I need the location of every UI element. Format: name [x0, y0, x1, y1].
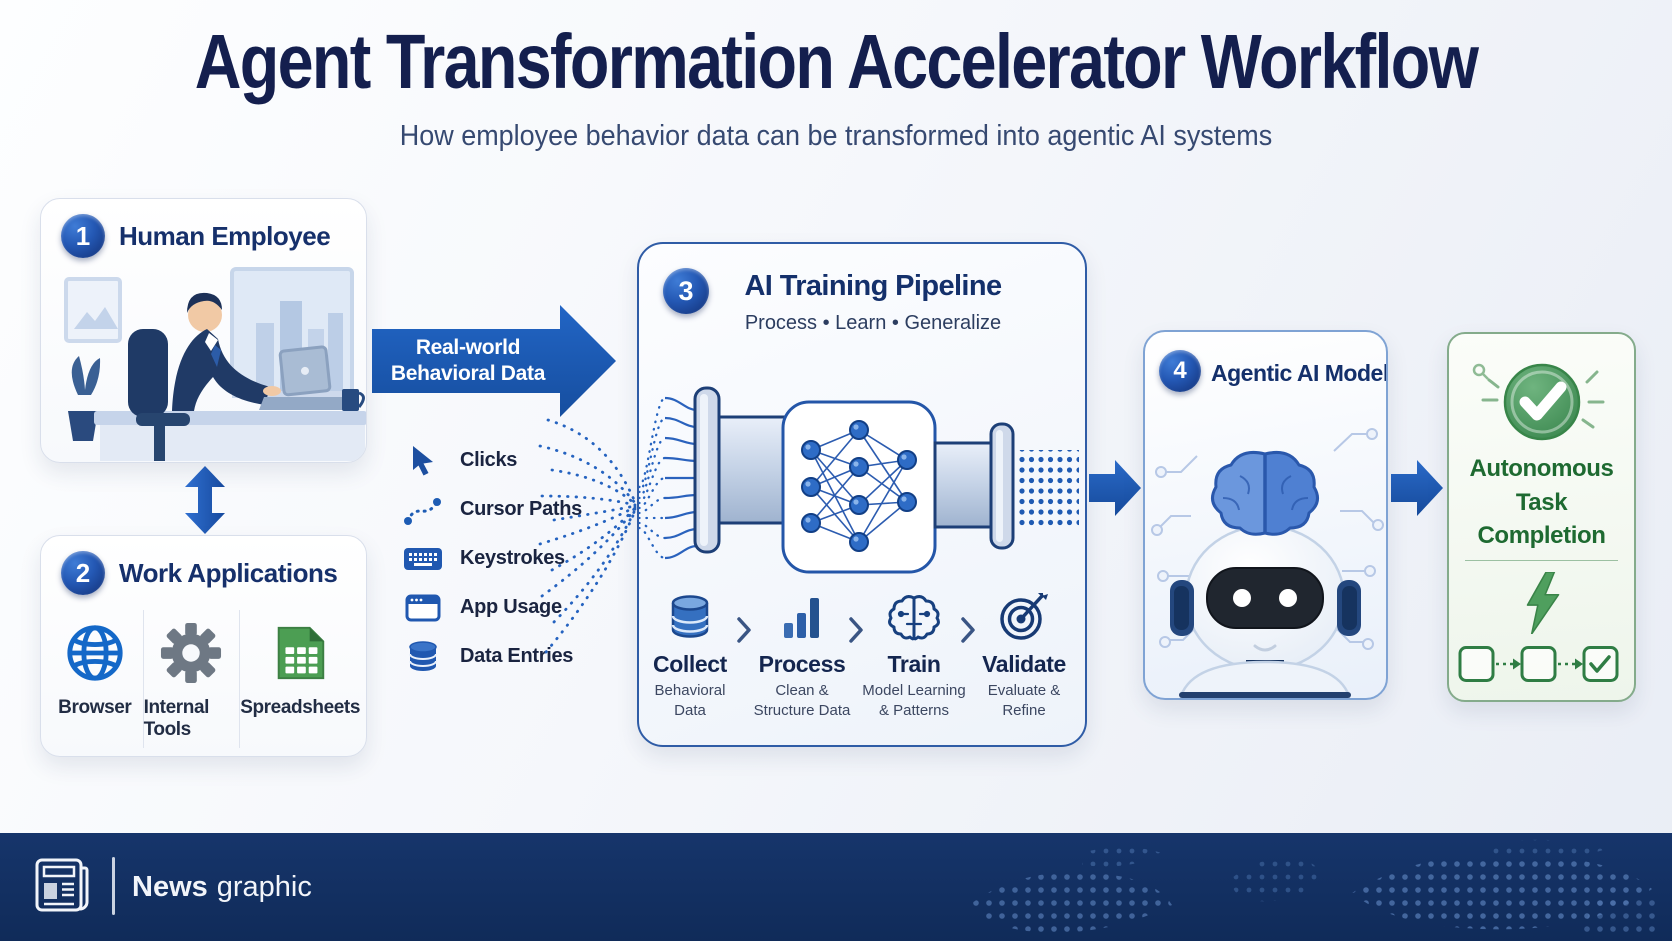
footer-label-bold: News — [132, 870, 208, 903]
step3-badge: 3 — [663, 268, 709, 314]
data-type-keystrokes: Keystrokes — [402, 534, 582, 583]
page-title: Agent Transformation Accelerator Workflo… — [194, 19, 1479, 105]
step3-title: AI Training Pipeline — [744, 270, 1002, 302]
app-internal-tools: Internal Tools — [142, 610, 240, 748]
database-icon — [402, 641, 444, 672]
data-type-label: App Usage — [460, 596, 562, 618]
stage-title: Process — [758, 651, 846, 677]
database-icon — [665, 592, 715, 642]
cursor-click-icon — [402, 445, 444, 477]
chevron-right-icon — [849, 617, 863, 643]
step4-agentic-ai-model-card: 4 Agentic AI Model — [1143, 330, 1388, 700]
cursor-path-icon — [402, 495, 444, 525]
keyboard-icon — [402, 545, 444, 573]
arrow-label-line2: Behavioral Data — [390, 362, 546, 385]
stage-process: Process Clean & Structure Data — [744, 592, 860, 721]
arrow-model-to-outcome-icon — [1391, 460, 1443, 516]
success-check-icon — [1472, 363, 1605, 441]
step1-badge: 1 — [61, 214, 105, 258]
bar-chart-icon — [777, 592, 827, 642]
data-type-data-entries: Data Entries — [402, 632, 582, 681]
step1-header: 1 Human Employee — [41, 199, 366, 258]
app-spreadsheets: Spreadsheets — [239, 610, 360, 748]
step5-title: Autonomous Task Completion — [1469, 455, 1614, 550]
app-browser: Browser — [47, 610, 143, 748]
behavioral-data-arrow: Real-world Behavioral Data — [372, 299, 618, 423]
app-browser-label: Browser — [58, 697, 132, 718]
step1-human-employee-card: 1 Human Employee — [40, 198, 367, 463]
robot-illustration — [1151, 428, 1384, 698]
data-stream-lines — [538, 418, 637, 654]
arrow-label-line1: Real-world — [415, 335, 521, 359]
app-window-icon — [402, 593, 444, 623]
step3-header: AI Training Pipeline Process • Learn • G… — [735, 270, 1011, 335]
stage-title: Validate — [982, 651, 1066, 677]
footer-label-rest: graphic — [216, 870, 312, 903]
data-type-cursor-paths: Cursor Paths — [402, 485, 582, 534]
stage-desc: Model Learning & Patterns — [862, 682, 966, 719]
pipeline-illustration — [639, 386, 1079, 574]
data-type-app-usage: App Usage — [402, 583, 582, 632]
step4-title: Agentic AI Model — [1211, 360, 1388, 386]
behavioral-data-arrow-label: Real-world Behavioral Data — [376, 299, 560, 423]
dotted-world-map — [972, 839, 1662, 935]
brain-icon — [887, 592, 941, 642]
applications-row: Browser — [47, 610, 360, 748]
footer-bar: News graphic — [0, 833, 1672, 941]
pipeline-stages: Collect Behavioral Data Process Clean & … — [639, 592, 1085, 742]
divider — [1465, 560, 1618, 561]
data-type-label: Clicks — [460, 449, 518, 471]
human-employee-illustration — [64, 267, 366, 461]
data-type-label: Cursor Paths — [460, 498, 582, 520]
step4-badge: 4 — [1159, 350, 1201, 392]
footer-label: News graphic — [132, 833, 312, 941]
page-subtitle: How employee behavior data can be transf… — [399, 120, 1273, 152]
bidirectional-arrow-icon — [185, 466, 225, 534]
data-type-label: Data Entries — [460, 645, 574, 667]
lightning-bolt-icon — [1449, 572, 1634, 634]
app-spreadsheets-label: Spreadsheets — [240, 697, 361, 718]
newspaper-icon — [35, 858, 89, 912]
data-type-label: Keystrokes — [460, 547, 565, 569]
data-types-list: Clicks Cursor Paths — [402, 436, 582, 681]
stage-desc: Evaluate & Refine — [987, 682, 1061, 719]
step2-header: 2 Work Applications — [41, 536, 366, 595]
step3-ai-training-pipeline-card: 3 AI Training Pipeline Process • Learn •… — [637, 242, 1087, 747]
stage-desc: Behavioral Data — [654, 682, 726, 719]
step2-badge: 2 — [61, 551, 105, 595]
stage-validate: Validate Evaluate & Refine — [966, 592, 1082, 721]
footer-divider — [112, 857, 115, 915]
step1-title: Human Employee — [119, 220, 331, 251]
stage-desc: Clean & Structure Data — [753, 682, 851, 719]
stage-title: Collect — [653, 651, 727, 677]
chevron-right-icon — [961, 617, 975, 643]
step2-title: Work Applications — [119, 557, 338, 588]
spreadsheet-icon — [277, 626, 325, 680]
target-icon — [998, 592, 1050, 642]
arrow-pipeline-to-model-icon — [1089, 460, 1141, 516]
step2-work-applications-card: 2 Work Applications Browser — [40, 535, 367, 757]
step5-autonomous-completion-card: Autonomous Task Completion — [1447, 332, 1636, 702]
globe-icon — [67, 625, 123, 681]
data-type-clicks: Clicks — [402, 436, 582, 485]
step3-subtitle: Process • Learn • Generalize — [744, 312, 1002, 334]
task-flow-icon — [1458, 646, 1619, 682]
chevron-right-icon — [737, 617, 751, 643]
stage-train: Train Model Learning & Patterns — [856, 592, 972, 721]
gear-icon — [161, 622, 222, 684]
app-internal-tools-label: Internal Tools — [143, 697, 210, 740]
right-arrow-shape — [372, 305, 616, 417]
stage-collect: Collect Behavioral Data — [639, 592, 748, 721]
stage-title: Train — [887, 651, 941, 677]
